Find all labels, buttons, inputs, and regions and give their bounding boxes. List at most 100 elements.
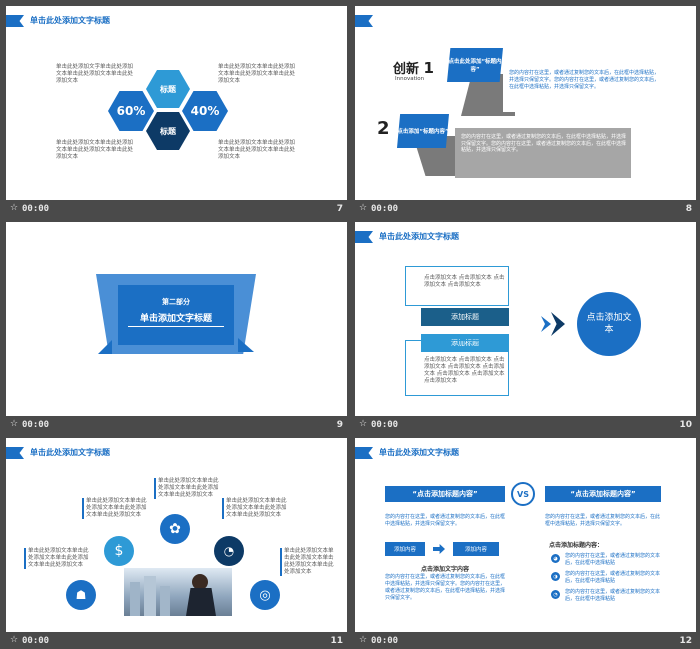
handshake-icon: ☗ xyxy=(66,580,96,610)
star-icon: ☆ xyxy=(10,419,19,429)
pie-icon-2: ◑ xyxy=(551,572,560,581)
slide-footer: ☆ 00:00 7 xyxy=(6,202,347,218)
section-number-2: 2 xyxy=(377,118,390,139)
text-block-upper-left: 单击此处添加文本单击此处添加文本单击此处添加文本单击此处添加文本 xyxy=(82,498,148,519)
center-subtitle: 点击添加文字内容 xyxy=(420,566,469,573)
target-icon: ◎ xyxy=(250,580,280,610)
banner-corner-right xyxy=(238,338,254,352)
text-block-upper-right: 单击此处添加文本单击此处添加文本单击此处添加文本单击此处添加文本 xyxy=(222,498,288,519)
slide-number: 7 xyxy=(336,204,343,214)
content-button-2[interactable]: 添加内容 xyxy=(453,542,499,556)
title-underline xyxy=(128,326,224,327)
chart-icon: ◔ xyxy=(214,536,244,566)
flag-icon xyxy=(6,447,24,459)
star-icon: ☆ xyxy=(10,203,19,213)
header-title: 单击此处添加文字标题 xyxy=(30,448,110,457)
person-body xyxy=(186,588,216,616)
vs-badge: VS xyxy=(511,482,535,506)
slide-number: 8 xyxy=(685,204,692,214)
right-body-text: 您的内容打在这里，或者通过复制您的文本后，在此框中选择粘贴，并选择只保留文字。 xyxy=(545,514,661,527)
business-photo xyxy=(124,568,232,616)
arrow-right-icon xyxy=(433,544,445,554)
text-bottom-right: 单击此处添加文本单击此处添加文本单击此处添加文本单击此处添加文本 xyxy=(218,140,296,160)
slide-time: 00:00 xyxy=(22,204,50,214)
star-icon: ☆ xyxy=(359,635,368,645)
text-box-top: 点击添加文本 点击添加文本 点击添加文本 点击添加文本 xyxy=(405,266,509,306)
section-title: 单击添加文字标题 xyxy=(139,314,212,324)
right-subheading: 点击添加标题内容： xyxy=(549,542,604,549)
building-1 xyxy=(130,582,140,616)
innovation-number: 1 xyxy=(423,59,434,77)
text-block-lower-right: 单击此处添加文本单击此处添加文本单击此处添加文本单击此处添加文本 xyxy=(280,548,338,576)
flag-icon xyxy=(355,231,373,243)
pie-icon-1: ◕ xyxy=(551,554,560,563)
center-circle: 点击添加文本 xyxy=(577,292,641,356)
slide-time: 00:00 xyxy=(22,636,50,646)
slide-8-canvas: 创新 1 Innovation 点击此处添加“标题内容” 您的内容打在这里，或者… xyxy=(355,6,696,200)
hex-title-top: 标题 xyxy=(146,70,190,108)
innovation-title: 创新 1 xyxy=(393,58,434,77)
text-top-left: 单击此处添加文字单击此处添加文本单击此处添加文本单击此处添加文本 xyxy=(56,64,134,84)
slide-time: 00:00 xyxy=(371,636,399,646)
header-title: 单击此处添加文字标题 xyxy=(30,16,110,25)
slide-footer: ☆ 00:00 11 xyxy=(6,634,347,649)
slide-9-canvas: 第二部分 单击添加文字标题 xyxy=(6,222,347,416)
slide-footer: ☆ 00:00 9 xyxy=(6,418,347,434)
flag-icon xyxy=(355,15,373,27)
star-icon: ☆ xyxy=(359,203,368,213)
flag-icon xyxy=(6,15,24,27)
slide-7-canvas: 单击此处添加文字标题 单击此处添加文字单击此处添加文本单击此处添加文本单击此处添… xyxy=(6,6,347,200)
slide-10-canvas: 单击此处添加文字标题 点击添加文本 点击添加文本 点击添加文本 点击添加文本 添… xyxy=(355,222,696,416)
slide-footer: ☆ 00:00 8 xyxy=(355,202,696,218)
text-box-top-content: 点击添加文本 点击添加文本 点击添加文本 点击添加文本 xyxy=(424,275,505,288)
header-title: 单击此处添加文字标题 xyxy=(379,448,459,457)
content-box-1: 您的内容打在这里，或者通过复制您的文本后，在此框中选择粘贴，并选择只保留文字。您… xyxy=(503,64,663,112)
banner-front xyxy=(118,285,234,345)
star-icon: ☆ xyxy=(10,635,19,645)
slide-thumb-12[interactable]: 单击此处添加文字标题 “点击添加标题内容” VS “点击添加标题内容” 您的内容… xyxy=(355,438,696,649)
star-icon: ☆ xyxy=(359,419,368,429)
content-text-1: 您的内容打在这里，或者通过复制您的文本后，在此框中选择粘贴，并选择只保留文字。您… xyxy=(509,70,660,90)
hex-percent-left: 60% xyxy=(108,91,154,131)
left-title-bar: “点击添加标题内容” xyxy=(385,486,505,502)
building-3 xyxy=(160,586,170,616)
tag-title-2: 点击添加“标题内容” xyxy=(397,114,449,148)
slide-11-canvas: 单击此处添加文字标题 单击此处添加文本单击此处添加文本单击此处添加文本单击此处添… xyxy=(6,438,347,632)
slide-thumb-9[interactable]: 第二部分 单击添加文字标题 ☆ 00:00 9 xyxy=(6,222,347,434)
slide-thumb-10[interactable]: 单击此处添加文字标题 点击添加文本 点击添加文本 点击添加文本 点击添加文本 添… xyxy=(355,222,696,434)
slide-thumb-8[interactable]: 创新 1 Innovation 点击此处添加“标题内容” 您的内容打在这里，或者… xyxy=(355,6,696,218)
innovation-word: 创新 xyxy=(393,62,420,77)
center-body-text: 您的内容打在这里，或者通过复制您的文本后，在此框中选择粘贴，并选择只保留文字。您… xyxy=(385,574,506,601)
slide-12-canvas: 单击此处添加文字标题 “点击添加标题内容” VS “点击添加标题内容” 您的内容… xyxy=(355,438,696,632)
chevron-right-icon xyxy=(541,316,551,332)
slide-time: 00:00 xyxy=(371,420,399,430)
flag-icon xyxy=(355,447,373,459)
chevron-right-icon-2 xyxy=(551,312,565,336)
hex-title-bottom: 标题 xyxy=(146,112,190,150)
hex-percent-right: 40% xyxy=(182,91,228,131)
slide-time: 00:00 xyxy=(371,204,399,214)
innovation-subtitle: Innovation xyxy=(395,76,425,82)
building-2 xyxy=(144,576,156,616)
slide-number: 10 xyxy=(679,420,692,430)
section-part-label: 第二部分 xyxy=(162,298,190,306)
label-dark: 添加标题 xyxy=(421,308,509,326)
right-item-2: 您的内容打在这里，或者通过复制您的文本后，在此框中选择粘贴 xyxy=(565,571,661,584)
right-title-bar: “点击添加标题内容” xyxy=(545,486,661,502)
slide-number: 11 xyxy=(330,636,343,646)
slide-thumb-7[interactable]: 单击此处添加文字标题 单击此处添加文字单击此处添加文本单击此处添加文本单击此处添… xyxy=(6,6,347,218)
pie-icon-3: ◔ xyxy=(551,590,560,599)
tag-title-1: 点击此处添加“标题内容” xyxy=(447,48,503,82)
banner-corner-left xyxy=(98,340,112,354)
slide-number: 12 xyxy=(679,636,692,646)
content-button-1[interactable]: 添加内容 xyxy=(385,542,425,556)
slide-footer: ☆ 00:00 12 xyxy=(355,634,696,649)
label-light: 添加标题 xyxy=(421,334,509,352)
right-item-3: 您的内容打在这里，或者通过复制您的文本后，在此框中选择粘贴 xyxy=(565,589,661,602)
text-block-lower-left: 单击此处添加文本单击此处添加文本单击此处添加文本单击此处添加文本 xyxy=(24,548,90,569)
right-item-1: 您的内容打在这里，或者通过复制您的文本后，在此框中选择粘贴 xyxy=(565,553,661,566)
header-title: 单击此处添加文字标题 xyxy=(379,232,459,241)
slide-thumb-11[interactable]: 单击此处添加文字标题 单击此处添加文本单击此处添加文本单击此处添加文本单击此处添… xyxy=(6,438,347,649)
left-body-text: 您的内容打在这里，或者通过复制您的文本后，在此框中选择粘贴，并选择只保留文字。 xyxy=(385,514,506,527)
text-top-right: 单击此处添加文本单击此处添加文本单击此处添加文本单击此处添加文本 xyxy=(218,64,296,84)
